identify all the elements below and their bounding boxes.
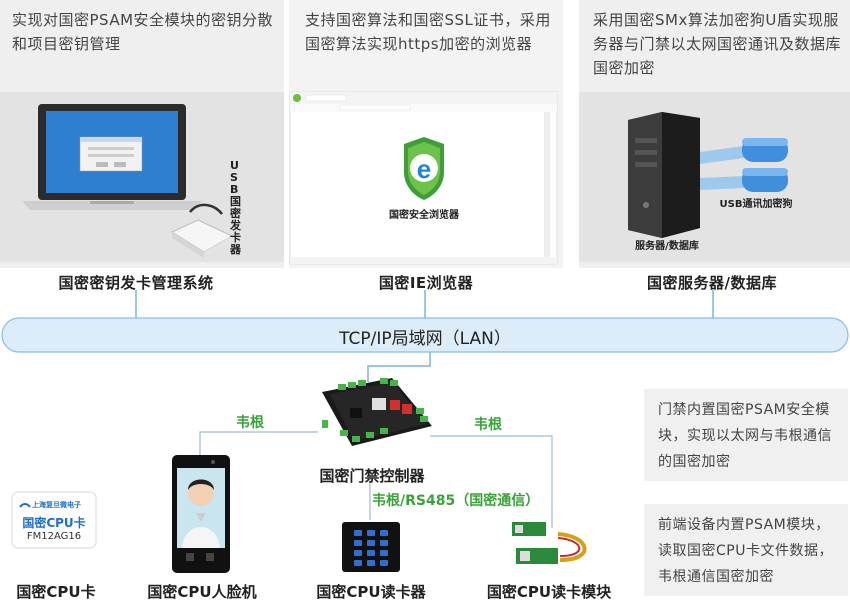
desc-key-management: 实现对国密PSAM安全模块的密钥分散和项目密钥管理 xyxy=(12,11,274,53)
card-chip: FM12AG16 xyxy=(26,531,82,542)
face-terminal-label: 国密CPU人脸机 xyxy=(147,583,257,601)
controller-board-illustration xyxy=(322,378,432,446)
card-brand: 上海复旦微电子 xyxy=(32,501,81,509)
keypad-reader-label: 国密CPU读卡器 xyxy=(316,583,426,601)
usb-dongle-text: USB通讯加密狗 xyxy=(719,199,793,210)
server-tower-illustration xyxy=(628,112,700,238)
reader-module-illustration xyxy=(512,522,587,564)
usb-card-issuer-label: USB国密发卡器 xyxy=(230,159,241,256)
server-text: 服务器/数据库 xyxy=(635,241,699,252)
lan-label: TCP/IP局域网（LAN） xyxy=(339,329,511,349)
svg-text:e: e xyxy=(417,154,431,184)
left-wiegand-label: 韦根 xyxy=(236,415,264,431)
laptop-illustration xyxy=(22,104,202,210)
face-terminal-illustration xyxy=(172,455,230,573)
right-wiegand-label: 韦根 xyxy=(474,417,502,433)
server-system-label: 国密服务器/数据库 xyxy=(647,274,777,292)
browser-system-label: 国密IE浏览器 xyxy=(378,274,474,292)
cpu-card-illustration xyxy=(11,491,97,549)
server-image-area xyxy=(579,92,850,262)
reader-module-label: 国密CPU读卡模块 xyxy=(486,583,612,601)
key-management-system-label: 国密密钥发卡管理系统 xyxy=(58,274,214,292)
rs485-label: 韦根/RS485（国密通信） xyxy=(372,493,540,509)
controller-note: 门禁内置国密PSAM安全模块，实现以太网与韦根通信的国密加密 xyxy=(644,389,848,481)
controller-label: 国密门禁控制器 xyxy=(319,467,425,485)
browser-shield-logo: e xyxy=(404,137,444,200)
desc-server: 采用国密SMx算法加密狗U盾实现服务器与门禁以太网国密通讯及数据库国密加密 xyxy=(593,11,842,77)
cpu-card-label: 国密CPU卡 xyxy=(16,583,96,601)
keypad-reader-illustration xyxy=(342,522,400,572)
front-device-note: 前端设备内置PSAM模块，读取国密CPU卡文件数据，韦根通信国密加密 xyxy=(644,504,848,596)
usb-card-issuer-illustration xyxy=(170,203,234,258)
desc-browser: 支持国密算法和国密SSL证书，采用国密算法实现https加密的浏览器 xyxy=(305,11,551,53)
usb-dongle-illustration xyxy=(700,138,788,192)
browser-logo-text: 国密安全浏览器 xyxy=(389,210,459,221)
card-title: 国密CPU卡 xyxy=(22,516,86,530)
lan-bus xyxy=(1,317,849,353)
